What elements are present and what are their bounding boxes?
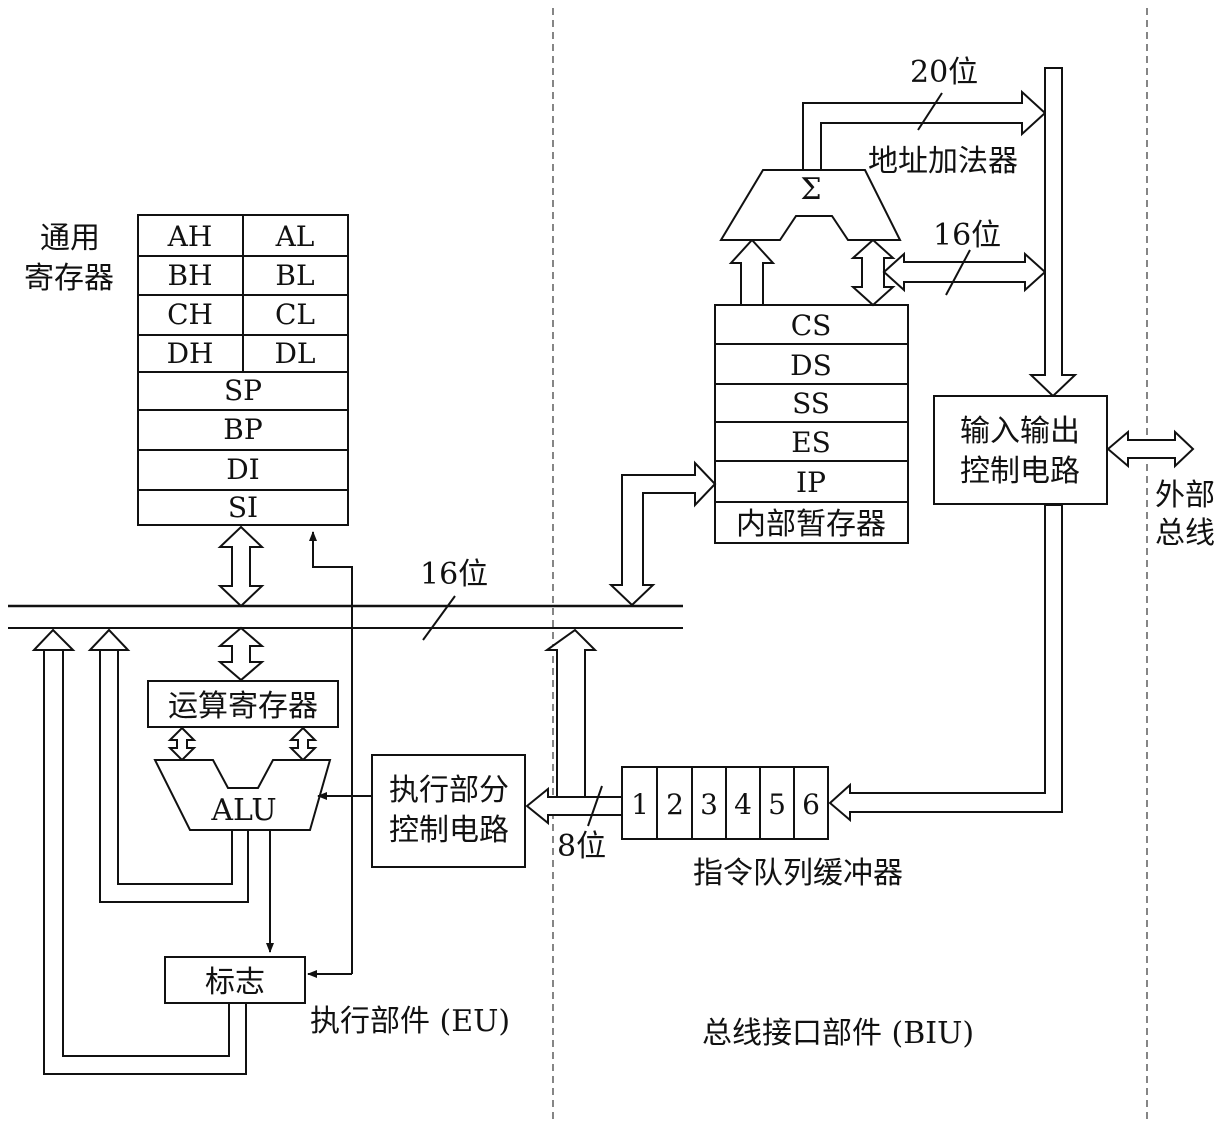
external-bus-label-2: 总线 bbox=[1155, 516, 1215, 551]
operand-alu-right-arrow bbox=[288, 726, 318, 762]
biu-bus-to-io-arrow bbox=[1028, 67, 1078, 398]
biu-section-label: 总线接口部件 (BIU) bbox=[702, 1016, 974, 1051]
adder-segments-double-arrow bbox=[850, 238, 896, 307]
io-control-label-2: 控制电路 bbox=[960, 454, 1080, 489]
alu-feedback-inner-line-b bbox=[99, 650, 249, 903]
alu-shape bbox=[153, 759, 332, 831]
alu-feedback-inner-line-a bbox=[117, 650, 233, 885]
register-sp: SP bbox=[224, 374, 262, 407]
segment-register-cs: CS bbox=[791, 309, 832, 342]
alu-feedback-arrowhead bbox=[87, 628, 131, 651]
flags-box bbox=[164, 956, 306, 1004]
register-di: DI bbox=[226, 453, 260, 486]
adder-output-arrow bbox=[802, 89, 1047, 171]
internal-bus-width-label: 16位 bbox=[420, 557, 488, 592]
register-dh: DH bbox=[167, 337, 214, 370]
instruction-queue bbox=[621, 766, 829, 840]
register-cl: CL bbox=[275, 298, 315, 331]
io-external-bus-double-arrow bbox=[1106, 429, 1195, 469]
flags-feedback-line-b bbox=[43, 650, 247, 1075]
queue-cell-2: 2 bbox=[666, 788, 684, 821]
segment-register-es: ES bbox=[791, 426, 831, 459]
segment-register-ss: SS bbox=[792, 387, 830, 420]
queue-cell-4: 4 bbox=[734, 788, 752, 821]
alu-label: ALU bbox=[210, 793, 276, 828]
operand-register-box bbox=[147, 680, 339, 728]
segment-register-file bbox=[714, 304, 909, 544]
queue-cell-1: 1 bbox=[631, 788, 649, 821]
address-bus-width-label: 20位 bbox=[910, 55, 978, 90]
flags-feedback-line-a bbox=[62, 650, 230, 1057]
eu-section-label: 执行部件 (EU) bbox=[310, 1004, 510, 1039]
segment-bus-width-tick bbox=[945, 249, 971, 296]
external-bus-label-1: 外部 bbox=[1155, 478, 1215, 513]
operand-register-label: 运算寄存器 bbox=[168, 689, 318, 724]
register-si: SI bbox=[228, 491, 258, 524]
io-control-circuit-box bbox=[933, 395, 1108, 505]
bus-to-ip-arrow bbox=[608, 460, 717, 607]
address-bus-width-tick bbox=[917, 92, 943, 131]
eu-control-circuit-box bbox=[371, 754, 526, 868]
operand-alu-left-arrow bbox=[167, 726, 197, 762]
flags-feedback-arrowhead bbox=[31, 628, 76, 651]
register-al: AL bbox=[275, 220, 315, 253]
register-ah: AH bbox=[167, 220, 213, 253]
queue-to-bus-arrow bbox=[543, 628, 598, 798]
address-adder-shape bbox=[719, 169, 902, 241]
adder-sigma-symbol: Σ bbox=[800, 172, 821, 207]
register-bl: BL bbox=[275, 259, 314, 292]
segment-bus-width-label: 16位 bbox=[933, 218, 1001, 253]
general-register-file bbox=[137, 214, 349, 526]
general-registers-title-2: 寄存器 bbox=[24, 261, 114, 296]
io-control-label-1: 输入输出 bbox=[960, 414, 1080, 449]
register-ch: CH bbox=[167, 298, 213, 331]
instruction-pointer-ip: IP bbox=[796, 466, 826, 499]
queue-cell-6: 6 bbox=[802, 788, 820, 821]
segment-register-ds: DS bbox=[790, 349, 832, 382]
flags-label: 标志 bbox=[205, 965, 265, 1000]
segments-to-adder-arrow bbox=[728, 238, 776, 306]
register-bp: BP bbox=[223, 413, 262, 446]
general-registers-title-1: 通用 bbox=[40, 221, 100, 256]
internal-bus bbox=[8, 595, 683, 641]
queue-cell-5: 5 bbox=[768, 788, 786, 821]
eu-control-label-1: 执行部分 bbox=[389, 773, 509, 808]
registers-bus-double-arrow bbox=[217, 525, 265, 608]
eu-control-label-2: 控制电路 bbox=[389, 813, 509, 848]
queue-label: 指令队列缓冲器 bbox=[693, 856, 903, 891]
bus-operand-double-arrow bbox=[217, 626, 265, 682]
queue-cell-3: 3 bbox=[700, 788, 718, 821]
control-to-registers-line bbox=[309, 531, 353, 974]
register-dl: DL bbox=[274, 337, 315, 370]
queue-bus-width-tick bbox=[587, 785, 603, 827]
address-adder-label: 地址加法器 bbox=[868, 144, 1018, 179]
io-to-queue-arrow bbox=[828, 504, 1063, 823]
register-bh: BH bbox=[168, 259, 213, 292]
queue-width-label: 8位 bbox=[557, 829, 606, 864]
internal-temp-register-label: 内部暂存器 bbox=[736, 507, 886, 542]
